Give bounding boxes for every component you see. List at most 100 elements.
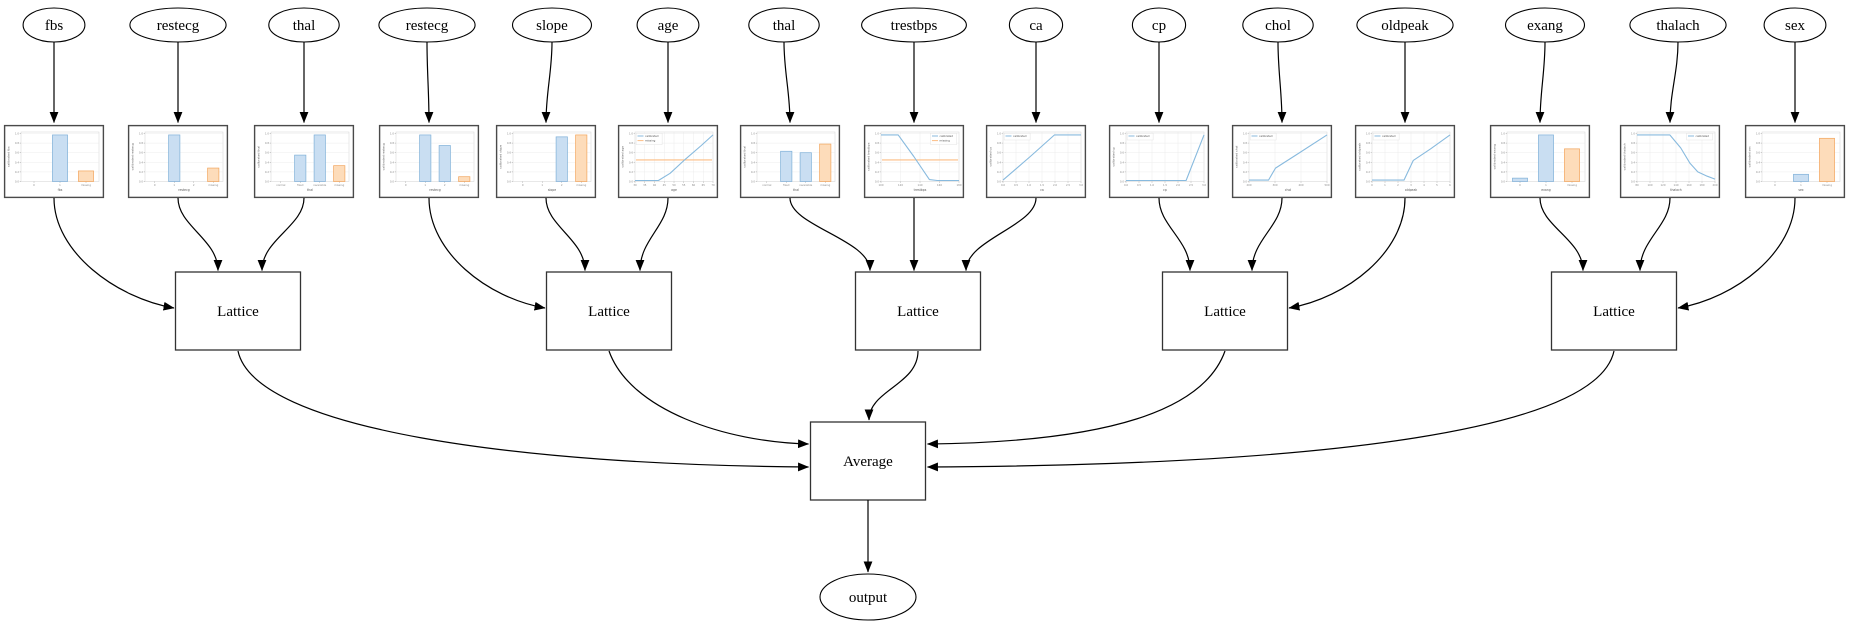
y-tick-label: 1.0 xyxy=(1501,132,1505,136)
lattice-node-4: Lattice xyxy=(1550,271,1678,351)
y-tick-label: 0.4 xyxy=(1120,160,1124,164)
y-tick-label: 1.0 xyxy=(997,132,1001,136)
calibrated-line xyxy=(1002,134,1081,181)
x-tick-label: 400 xyxy=(1299,183,1304,187)
lattice-label: Lattice xyxy=(1204,304,1246,320)
legend-box xyxy=(930,132,957,145)
x-axis-label: restecg xyxy=(178,188,190,192)
y-tick-label: 0.6 xyxy=(997,151,1001,155)
x-axis-label: age xyxy=(671,188,677,192)
y-tick-label: 0.0 xyxy=(507,180,511,184)
y-tick-label: 0.0 xyxy=(875,180,879,184)
lattice-label: Lattice xyxy=(897,304,939,320)
y-tick-label: 0.8 xyxy=(390,141,394,145)
y-axis-label: calibrated thal xyxy=(257,146,261,168)
y-tick-label: 0.2 xyxy=(629,170,633,174)
edge-lattice-to-average-0 xyxy=(237,350,810,472)
y-tick-label: 1.0 xyxy=(1120,132,1124,136)
average-box xyxy=(809,421,927,501)
x-tick-label: 55 xyxy=(682,183,686,187)
y-tick-label: 0.2 xyxy=(15,170,19,174)
x-tick-label: 0 xyxy=(33,183,35,187)
legend-label: calibrated xyxy=(645,134,659,138)
legend-box xyxy=(1249,132,1277,141)
x-tick-label: 0.5 xyxy=(1137,183,1141,187)
x-tick-label: 2.0 xyxy=(1176,183,1180,187)
x-tick-label: normal xyxy=(276,183,285,187)
y-axis-label: calibrated chol xyxy=(1235,145,1239,167)
y-tick-label: 0.2 xyxy=(507,170,511,174)
missing-bar xyxy=(458,176,471,182)
x-tick-label: 0 xyxy=(522,183,524,187)
feature-label: oldpeak xyxy=(1381,18,1429,34)
edges-layer xyxy=(49,41,1800,573)
feature-label: chol xyxy=(1265,18,1291,34)
x-tick-label: normal xyxy=(762,183,771,187)
feature-node-chol-10: chol xyxy=(1242,7,1314,43)
y-tick-label: 0.2 xyxy=(751,170,755,174)
y-tick-label: 0.4 xyxy=(1631,160,1635,164)
feature-node-exang-12: exang xyxy=(1504,7,1586,43)
y-tick-label: 0.0 xyxy=(1120,180,1124,184)
lattice-node-0: Lattice xyxy=(174,271,302,351)
edge-chart-to-lattice-4 xyxy=(545,197,590,272)
calibrated-bar xyxy=(1512,177,1528,182)
lattice-box xyxy=(174,271,302,351)
edge-feature-to-chart-thalach xyxy=(1665,41,1679,124)
legend-label: missing xyxy=(645,139,656,143)
x-tick-label: 6 xyxy=(1449,183,1451,187)
y-tick-label: 0.6 xyxy=(875,151,879,155)
calibrated-bar xyxy=(780,150,793,182)
x-tick-label: 50 xyxy=(672,183,676,187)
legend-box xyxy=(1003,132,1031,141)
y-tick-label: 0.8 xyxy=(1501,141,1505,145)
y-tick-label: 1.0 xyxy=(1366,132,1370,136)
y-axis-label: calibrated trestbps xyxy=(867,142,871,171)
x-tick-label: 120 xyxy=(898,183,903,187)
plot-area xyxy=(1248,131,1328,182)
y-axis-label: calibrated restecg xyxy=(382,143,386,170)
x-tick-label: missing xyxy=(208,183,218,187)
edge-feature-to-chart-chol xyxy=(1277,41,1287,124)
feature-node-cp-9: cp xyxy=(1131,7,1187,43)
missing-bar xyxy=(575,134,588,182)
edge-chart-to-lattice-5 xyxy=(635,197,669,272)
y-tick-label: 0.4 xyxy=(1756,160,1760,164)
y-tick-label: 0.6 xyxy=(1631,151,1635,155)
x-tick-label: missing xyxy=(334,183,344,187)
y-axis-label: calibrated age xyxy=(621,146,625,168)
edge-lattice-to-average-4 xyxy=(926,350,1615,472)
x-axis-label: fbs xyxy=(58,188,63,192)
lattice-box xyxy=(1161,271,1289,351)
feature-label: slope xyxy=(536,18,568,34)
lattice-node-3: Lattice xyxy=(1161,271,1289,351)
x-tick-label: 200 xyxy=(1713,183,1718,187)
feature-node-age-5: age xyxy=(636,7,700,43)
lattice-label: Lattice xyxy=(1593,304,1635,320)
feature-node-thal-2: thal xyxy=(268,7,340,43)
y-tick-label: 0.2 xyxy=(1366,170,1370,174)
y-tick-label: 0.8 xyxy=(15,141,19,145)
x-tick-label: 1 xyxy=(1384,183,1386,187)
x-tick-label: 2.5 xyxy=(1066,183,1070,187)
x-axis-label: restecg xyxy=(429,188,441,192)
edge-feature-to-chart-thal xyxy=(783,41,795,124)
x-tick-label: 500 xyxy=(1325,183,1330,187)
y-tick-label: 0.6 xyxy=(390,151,394,155)
y-tick-label: 0.2 xyxy=(265,170,269,174)
y-tick-label: 0.0 xyxy=(1631,180,1635,184)
x-tick-label: missing xyxy=(820,183,830,187)
lattice-label: Lattice xyxy=(217,304,259,320)
x-tick-label: 5 xyxy=(1436,183,1438,187)
x-tick-label: 0.5 xyxy=(1014,183,1018,187)
x-axis-label: chol xyxy=(1285,188,1292,192)
y-tick-label: 0.2 xyxy=(390,170,394,174)
y-tick-label: 1.0 xyxy=(507,132,511,136)
feature-label: fbs xyxy=(45,18,63,34)
lattice-node-2: Lattice xyxy=(854,271,982,351)
y-tick-label: 1.0 xyxy=(265,132,269,136)
y-axis-label: calibrated ca xyxy=(989,147,993,167)
edge-chart-to-lattice-14 xyxy=(1677,197,1796,311)
